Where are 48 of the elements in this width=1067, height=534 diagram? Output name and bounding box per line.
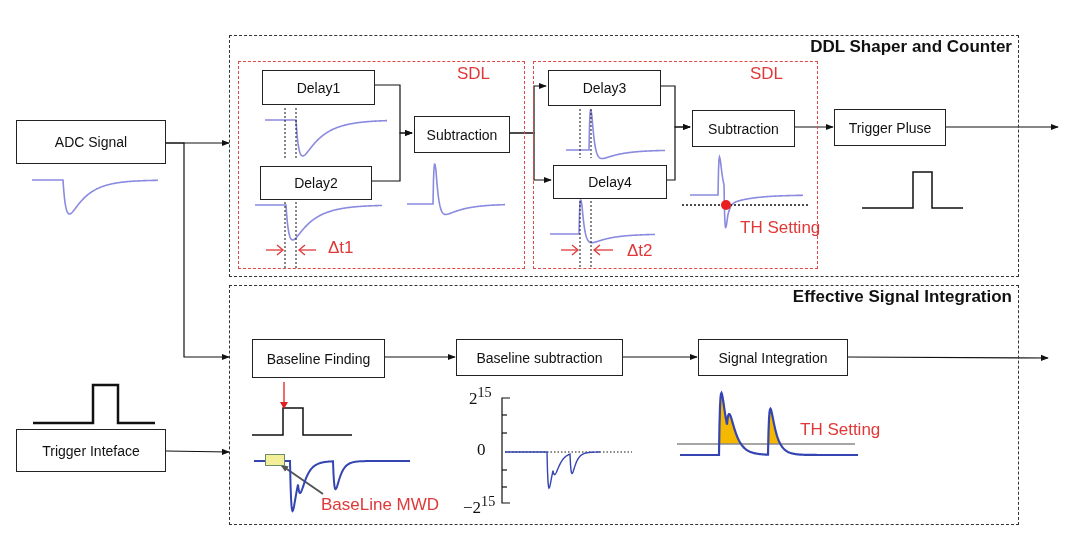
axis-label: 0 xyxy=(477,440,486,460)
block-label: ADC Signal xyxy=(54,134,128,150)
threshold-label: TH Setting xyxy=(740,218,821,238)
threshold-label: TH Setting xyxy=(800,420,881,440)
block-label: Trigger Inteface xyxy=(42,442,140,459)
process-box xyxy=(16,120,166,164)
group-title: SDL xyxy=(456,64,490,84)
delta-label: Δt1 xyxy=(328,238,354,258)
leader-arrow xyxy=(280,464,324,495)
process-box xyxy=(692,110,795,147)
dashed-group-frame xyxy=(533,61,818,269)
group-title: Effective Signal Integration xyxy=(792,287,1012,307)
process-box xyxy=(252,339,385,378)
axis-label: 2$^{15}$ xyxy=(469,384,492,409)
process-box xyxy=(456,339,623,376)
group-title: SDL xyxy=(749,64,783,84)
block-label: Delay1 xyxy=(296,79,341,96)
callout-label: BaseLine MWD xyxy=(321,495,449,517)
block-label: Subtraction xyxy=(426,126,498,143)
arrow xyxy=(944,123,1059,131)
process-box xyxy=(834,109,946,146)
process-box xyxy=(414,116,510,153)
arrow xyxy=(383,353,456,361)
group-title: DDL Shaper and Counter xyxy=(810,37,1012,57)
process-box xyxy=(262,70,375,105)
delta-label: Δt2 xyxy=(627,241,653,261)
highlight-box xyxy=(265,454,285,466)
arrow xyxy=(165,142,230,361)
process-box xyxy=(16,429,166,472)
block-label: Baseline subtraction xyxy=(476,349,603,366)
arrow xyxy=(846,354,1049,362)
arrow xyxy=(621,353,698,361)
block-label: Trigger Pluse xyxy=(848,119,932,136)
axis-label: −2$^{15}$ xyxy=(463,493,496,518)
block-label: Signal Integration xyxy=(718,349,828,366)
block-label: Delay2 xyxy=(294,175,338,191)
block-label: Baseline Finding xyxy=(266,350,371,367)
dashed-group-frame xyxy=(229,35,1019,277)
block-label: Delay3 xyxy=(582,80,627,96)
process-box xyxy=(553,165,667,199)
process-box xyxy=(260,166,372,200)
block-label: Subtraction xyxy=(708,120,779,137)
block-label: Delay4 xyxy=(588,174,632,190)
dashed-group-frame xyxy=(238,61,525,269)
dashed-group-frame xyxy=(229,285,1019,525)
arrow xyxy=(165,448,230,456)
process-box xyxy=(548,70,661,106)
process-box xyxy=(698,339,848,376)
